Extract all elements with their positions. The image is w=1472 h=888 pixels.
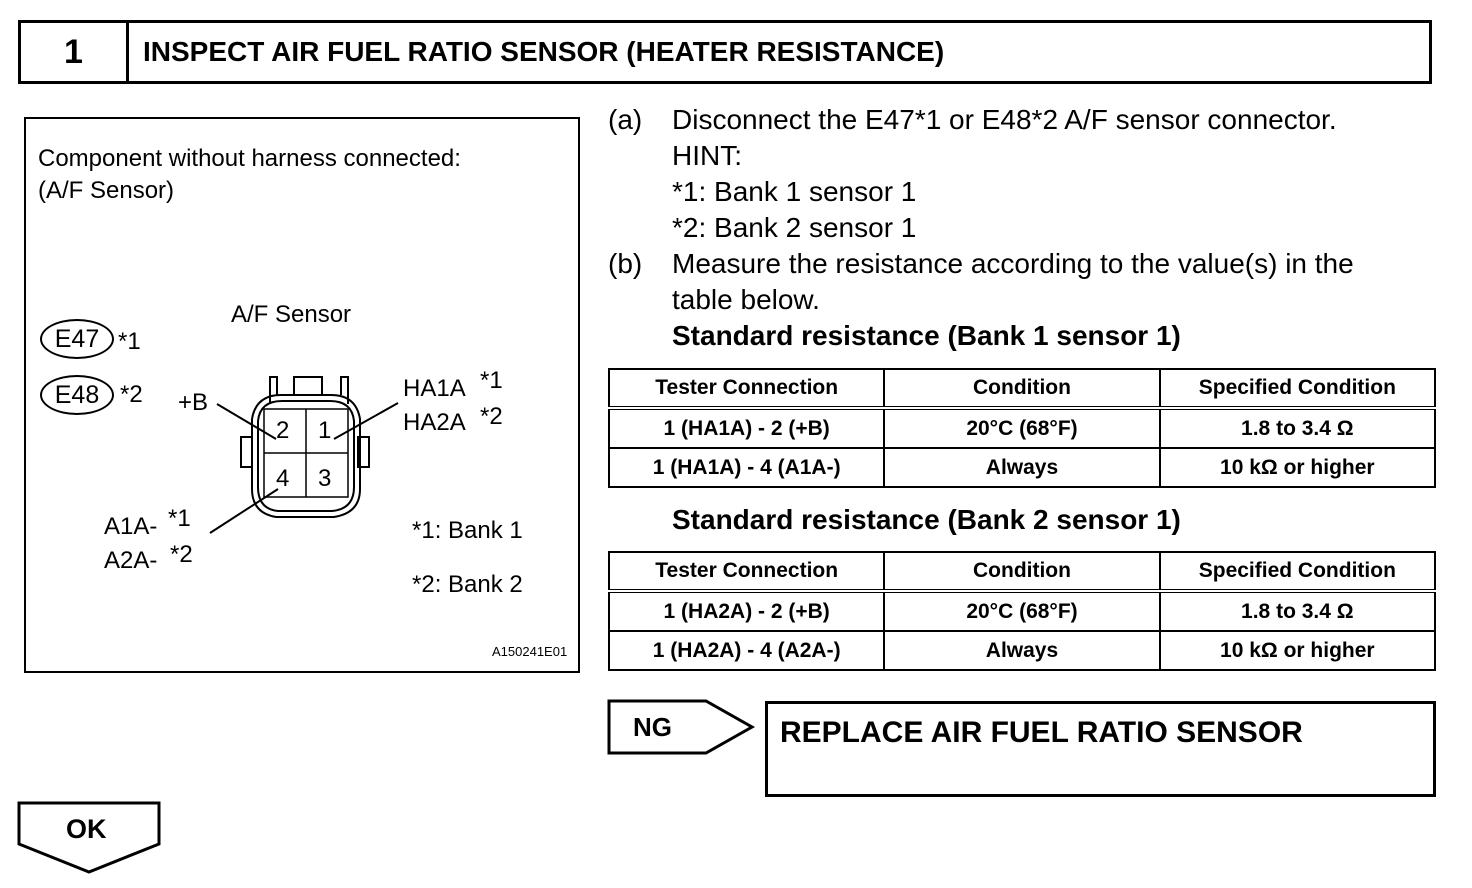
- bank-2-note: *2: Bank 2: [412, 571, 523, 598]
- standard-resistance-table-bank1: Tester Connection Condition Specified Co…: [607, 368, 1437, 488]
- pin-3-label: 3: [318, 465, 332, 492]
- column-header: Condition: [883, 551, 1161, 593]
- connector-figure: Component without harness connected: (A/…: [24, 117, 580, 673]
- hint-line-1: *1: Bank 1 sensor 1: [672, 176, 917, 207]
- column-header: Specified Condition: [1158, 551, 1437, 593]
- table-cell: Always: [883, 447, 1161, 488]
- ok-arrow-icon: [17, 801, 161, 874]
- table-header-row: Tester Connection Condition Specified Co…: [607, 368, 1437, 410]
- hint-label: HINT:: [672, 140, 742, 171]
- terminal-a2a-note: *2: [170, 541, 193, 568]
- ng-label: NG: [633, 712, 672, 742]
- terminal-a1a-label: A1A-: [104, 513, 158, 540]
- ng-action-text: REPLACE AIR FUEL RATIO SENSOR: [780, 716, 1303, 749]
- table2-heading: Standard resistance (Bank 2 sensor 1): [672, 504, 1181, 535]
- table-cell: 1 (HA1A) - 4 (A1A-): [607, 447, 886, 488]
- pin-2-label: 2: [276, 417, 290, 444]
- table-cell: 10 kΩ or higher: [1158, 630, 1437, 671]
- table1-heading: Standard resistance (Bank 1 sensor 1): [672, 320, 1181, 351]
- terminal-ha1a-label: HA1A: [403, 375, 466, 402]
- figure-id: A150241E01: [492, 644, 568, 659]
- table-row: 1 (HA2A) - 4 (A2A-) Always 10 kΩ or high…: [607, 630, 1437, 671]
- table-cell: 1 (HA1A) - 2 (+B): [607, 407, 886, 449]
- column-header: Condition: [883, 368, 1161, 410]
- connector-e48-note: *2: [120, 381, 143, 408]
- step-b-text-line1: Measure the resistance according to the …: [672, 248, 1354, 279]
- table-cell: 10 kΩ or higher: [1158, 447, 1437, 488]
- figure-caption-line2: (A/F Sensor): [38, 177, 175, 204]
- step-b-text-line2: table below.: [672, 284, 820, 315]
- connector-e47: E47: [54, 324, 100, 353]
- terminal-ha2a-note: *2: [480, 403, 503, 430]
- step-b-marker: (b): [608, 248, 643, 279]
- table-cell: 1 (HA2A) - 2 (+B): [607, 590, 886, 632]
- sensor-label: A/F Sensor: [231, 301, 352, 328]
- table-row: 1 (HA1A) - 2 (+B) 20°C (68°F) 1.8 to 3.4…: [607, 407, 1437, 449]
- bank-1-note: *1: Bank 1: [412, 517, 523, 544]
- connector-e47-note: *1: [118, 328, 141, 355]
- column-header: Tester Connection: [607, 551, 886, 593]
- table-cell: 20°C (68°F): [883, 407, 1161, 449]
- ng-arrow-icon: [607, 699, 756, 755]
- step-number: 1: [21, 23, 129, 81]
- step-header: 1 INSPECT AIR FUEL RATIO SENSOR (HEATER …: [18, 20, 1432, 84]
- connector-e48: E48: [54, 380, 100, 409]
- standard-resistance-table-bank2: Tester Connection Condition Specified Co…: [607, 551, 1437, 671]
- terminal-a2a-label: A2A-: [104, 547, 158, 574]
- table-cell: 1.8 to 3.4 Ω: [1158, 407, 1437, 449]
- table-row: 1 (HA2A) - 2 (+B) 20°C (68°F) 1.8 to 3.4…: [607, 590, 1437, 632]
- connector-e48-oval: E48: [40, 375, 114, 415]
- terminal-a1a-note: *1: [168, 505, 191, 532]
- connector-drawing: [209, 376, 399, 534]
- terminal-plus-b-label: +B: [178, 389, 209, 416]
- table-row: 1 (HA1A) - 4 (A1A-) Always 10 kΩ or high…: [607, 447, 1437, 488]
- pin-1-label: 1: [318, 417, 332, 444]
- figure-caption-line1: Component without harness connected:: [38, 145, 461, 172]
- table-header-row: Tester Connection Condition Specified Co…: [607, 551, 1437, 593]
- step-a-text: Disconnect the E47*1 or E48*2 A/F sensor…: [672, 104, 1337, 135]
- table-cell: 1.8 to 3.4 Ω: [1158, 590, 1437, 632]
- ng-action-box: REPLACE AIR FUEL RATIO SENSOR: [765, 701, 1436, 797]
- step-a-marker: (a): [608, 104, 643, 135]
- column-header: Specified Condition: [1158, 368, 1437, 410]
- table-cell: 20°C (68°F): [883, 590, 1161, 632]
- table-cell: 1 (HA2A) - 4 (A2A-): [607, 630, 886, 671]
- table-cell: Always: [883, 630, 1161, 671]
- connector-e47-oval: E47: [40, 319, 114, 359]
- column-header: Tester Connection: [607, 368, 886, 410]
- hint-line-2: *2: Bank 2 sensor 1: [672, 212, 917, 243]
- step-title: INSPECT AIR FUEL RATIO SENSOR (HEATER RE…: [143, 36, 945, 67]
- ok-label: OK: [66, 814, 107, 844]
- pin-4-label: 4: [276, 465, 290, 492]
- terminal-ha1a-note: *1: [480, 367, 503, 394]
- terminal-ha2a-label: HA2A: [403, 409, 466, 436]
